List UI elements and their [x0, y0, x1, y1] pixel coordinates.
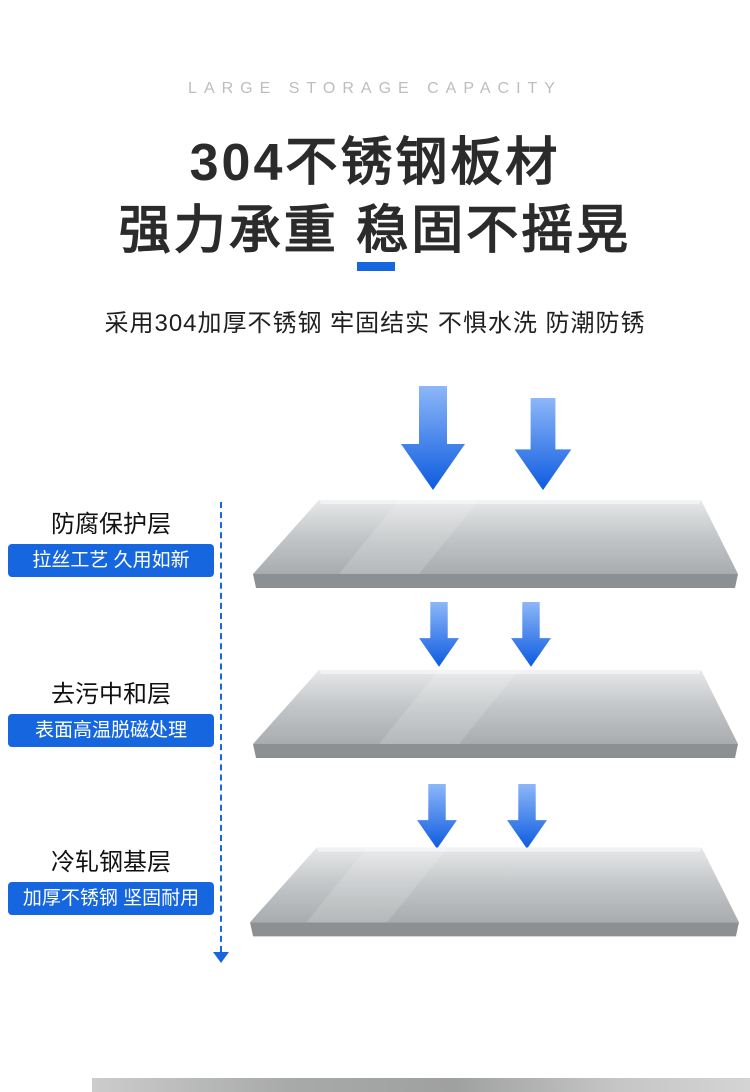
down-arrow-icon [504, 602, 558, 668]
product-title-line1: 304不锈钢板材 [189, 134, 561, 192]
dashed-guide-line [220, 502, 222, 952]
down-arrow-icon [512, 398, 574, 492]
layer-label: 冷轧钢基层 [51, 849, 171, 876]
next-section-preview [92, 1078, 750, 1092]
down-arrow-icon [398, 386, 468, 492]
accent-divider [357, 262, 395, 271]
steel-plate-layer-2 [249, 668, 741, 764]
down-arrow-icon [410, 784, 464, 850]
eyebrow-text: LARGE STORAGE CAPACITY [188, 80, 562, 97]
layer-label: 去污中和层 [51, 681, 171, 708]
guide-arrowhead-icon [213, 952, 229, 963]
steel-plate-layer-3 [246, 844, 742, 944]
layer-badge: 加厚不锈钢 坚固耐用 [8, 882, 214, 915]
down-arrow-icon [412, 602, 466, 668]
subtitle-text: 采用304加厚不锈钢 牢固结实 不惧水洗 防潮防锈 [104, 310, 646, 337]
layer-badge: 表面高温脱磁处理 [8, 714, 214, 747]
layer-badge: 拉丝工艺 久用如新 [8, 544, 214, 577]
down-arrow-icon [500, 784, 554, 850]
steel-plate-layer-1 [249, 498, 741, 594]
layer-label: 防腐保护层 [51, 511, 171, 538]
product-title-line2: 强力承重 稳固不摇晃 [118, 202, 632, 260]
